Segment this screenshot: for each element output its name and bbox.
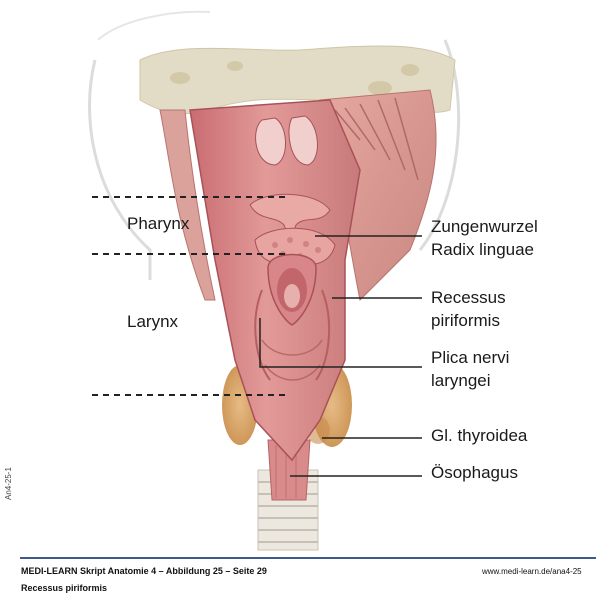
label-piriformis: piriformis — [431, 311, 500, 330]
leader-lines — [259, 235, 422, 477]
footer-subtitle: Recessus piriformis — [21, 583, 108, 593]
label-radix-linguae: Radix linguae — [431, 240, 535, 259]
pharynx-opened — [189, 99, 361, 462]
level-lines — [92, 196, 290, 396]
leader-plica — [259, 318, 422, 368]
label-recessus: Recessus — [431, 288, 506, 307]
label-oesophagus: Ösophagus — [431, 463, 518, 482]
label-pharynx: Pharynx — [127, 214, 190, 233]
label-laryngei: laryngei — [431, 371, 491, 390]
label-thyroidea: Gl. thyroidea — [431, 426, 528, 445]
footer-caption: MEDI-LEARN Skript Anatomie 4 – Abbildung… — [21, 566, 267, 576]
label-plica-nervi: Plica nervi — [431, 348, 510, 367]
label-larynx: Larynx — [127, 312, 179, 331]
figure-code: An4-25-1 — [4, 467, 13, 500]
footer-url[interactable]: www.medi-learn.de/ana4-25 — [482, 567, 582, 576]
label-zungenwurzel: Zungenwurzel — [431, 217, 538, 236]
footer-rule — [20, 557, 596, 559]
